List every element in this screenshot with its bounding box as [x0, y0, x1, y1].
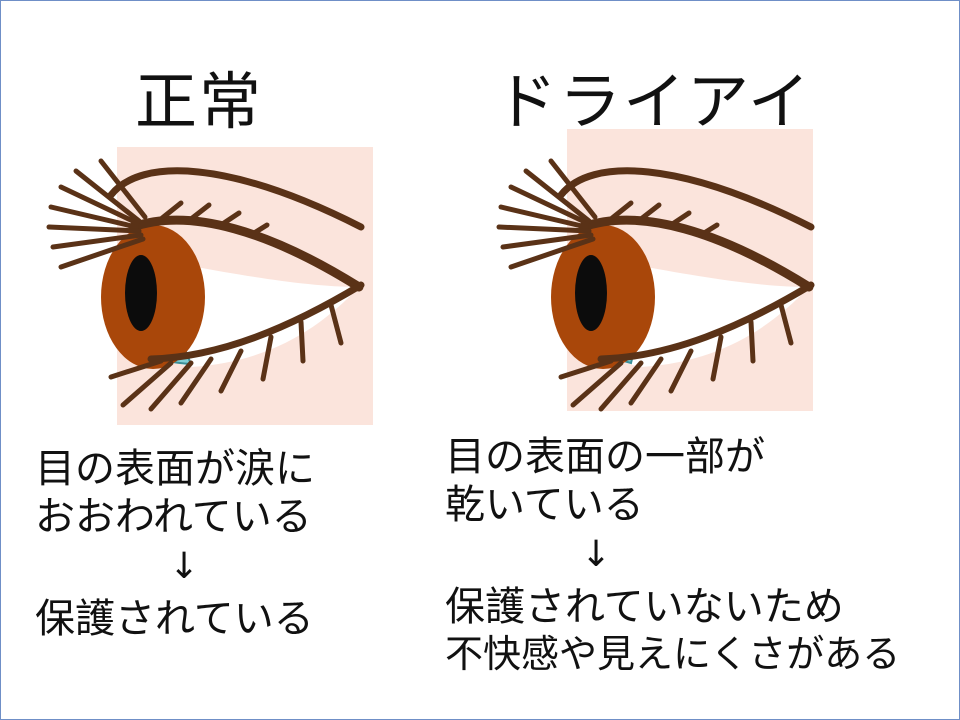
dry-arrow: ↓: [581, 534, 612, 575]
dry-upper-lid: [578, 215, 814, 292]
normal-upper-lashes: [46, 158, 270, 270]
dry-caption-line1: 目の表面の一部が: [445, 434, 765, 480]
normal-lower-lashes: [108, 302, 344, 412]
dry-caption-line2: 乾いている: [445, 482, 644, 528]
normal-arrow: ↓: [169, 546, 200, 587]
dry-caption-line3: 保護されていないため: [445, 584, 844, 630]
dry-lower-lid: [597, 281, 815, 363]
normal-title: 正常: [135, 65, 264, 138]
normal-caption-line3: 保護されている: [35, 596, 314, 642]
dry-upper-lashes: [496, 158, 720, 270]
dry-pupil: [575, 255, 607, 331]
normal-eye-illustration: [46, 147, 373, 425]
dry-eye-illustration: [496, 129, 815, 412]
normal-caption-line1: 目の表面が涙に: [35, 446, 315, 492]
normal-pupil: [125, 255, 157, 331]
normal-upper-lid: [128, 215, 364, 292]
normal-caption-line2: おおわれている: [35, 494, 312, 540]
normal-brow: [107, 167, 365, 231]
dry-brow: [557, 167, 815, 231]
dry-caption-line4: 不快感や見えにくさがある: [445, 632, 901, 676]
normal-lower-lid: [147, 281, 365, 363]
dry-lower-lashes: [558, 302, 794, 412]
dry-eye-title: ドライアイ: [495, 65, 812, 138]
